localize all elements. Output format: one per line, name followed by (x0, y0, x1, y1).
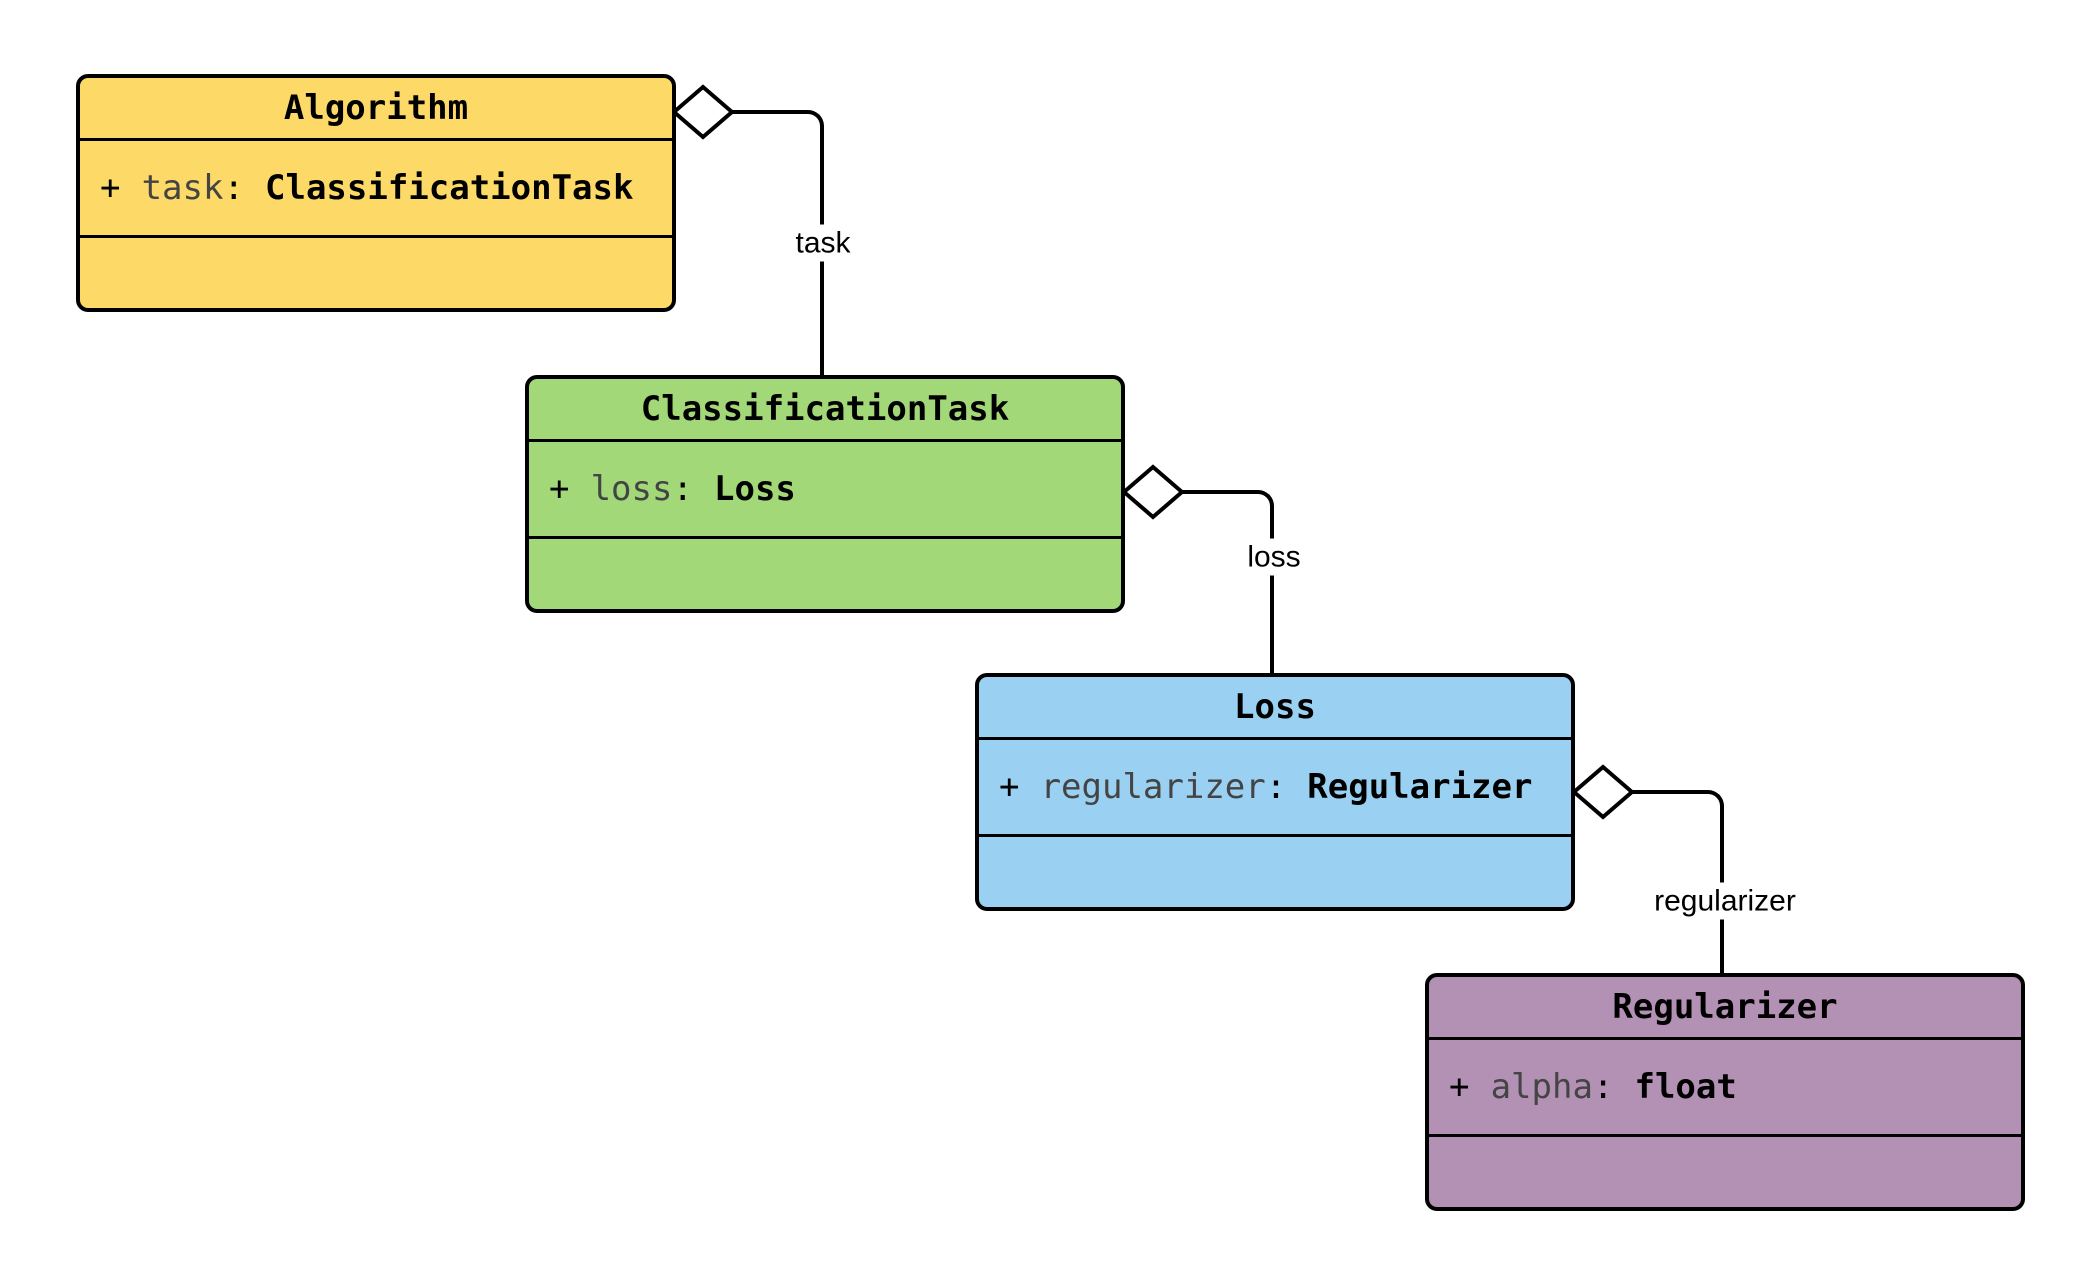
class-attributes-section: + task: ClassificationTask (80, 141, 672, 238)
edge-connector-regularizer (1632, 790, 1724, 973)
class-title: ClassificationTask (529, 379, 1121, 442)
attribute-name: loss (590, 469, 673, 509)
attribute-type: Loss (714, 469, 796, 509)
attribute-visibility: + (1449, 1067, 1470, 1107)
class-box-regularizer[interactable]: Regularizer + alpha: float (1425, 973, 2025, 1211)
edge-label-loss: loss (1239, 538, 1309, 576)
attribute-colon: : (1592, 1067, 1614, 1107)
class-title: Loss (979, 677, 1571, 740)
class-methods-section (1429, 1137, 2021, 1207)
class-methods-section (529, 539, 1121, 609)
edge-label-regularizer: regularizer (1646, 882, 1804, 920)
attribute-colon: : (672, 469, 693, 509)
edge-label-task: task (787, 224, 859, 262)
class-methods-section (979, 837, 1571, 907)
edge-connector-loss (1182, 490, 1274, 673)
attribute-visibility: + (549, 469, 570, 509)
class-box-algorithm[interactable]: Algorithm + task: ClassificationTask (76, 74, 676, 312)
attribute-name: regularizer (1040, 767, 1266, 807)
attribute-name: alpha (1490, 1067, 1593, 1107)
class-title: Algorithm (80, 78, 672, 141)
attribute-colon: : (1265, 767, 1287, 807)
class-box-classificationtask[interactable]: ClassificationTask + loss: Loss (525, 375, 1125, 613)
attribute-type: Regularizer (1307, 767, 1533, 807)
class-attributes-section: + alpha: float (1429, 1040, 2021, 1137)
class-attributes-section: + regularizer: Regularizer (979, 740, 1571, 837)
aggregation-diamond-icon (672, 84, 734, 140)
class-attributes-section: + loss: Loss (529, 442, 1121, 539)
class-title: Regularizer (1429, 977, 2021, 1040)
class-methods-section (80, 238, 672, 308)
attribute-type: ClassificationTask (265, 168, 634, 208)
attribute-visibility: + (999, 767, 1020, 807)
attribute-colon: : (223, 168, 244, 208)
attribute-type: float (1634, 1067, 1737, 1107)
class-box-loss[interactable]: Loss + regularizer: Regularizer (975, 673, 1575, 911)
aggregation-diamond-icon (1572, 764, 1634, 820)
aggregation-diamond-icon (1122, 464, 1184, 520)
attribute-visibility: + (100, 168, 121, 208)
attribute-name: task (141, 168, 224, 208)
